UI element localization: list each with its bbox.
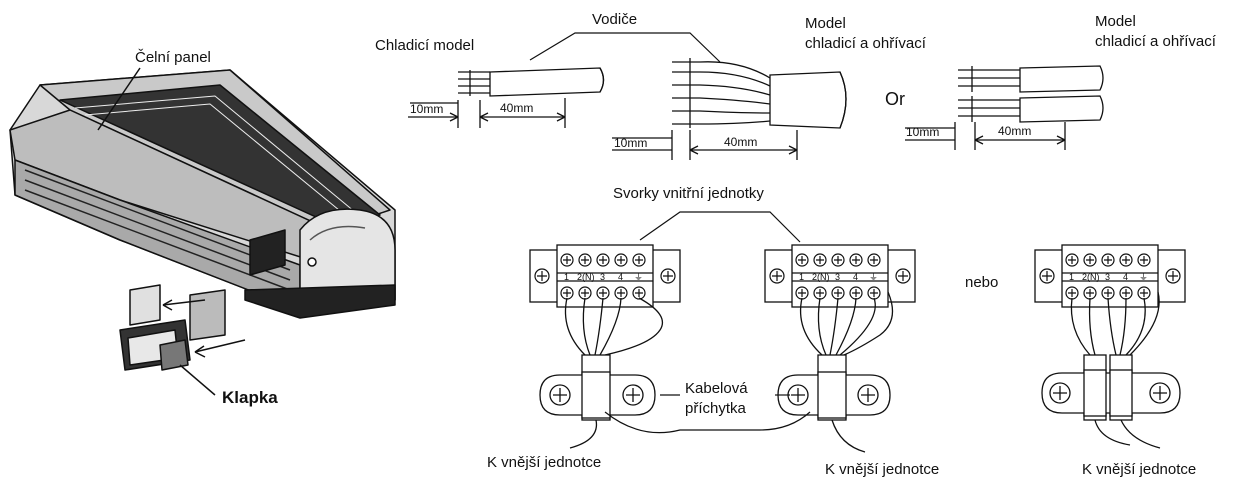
terminal-block-3: 1 2(N) 3 4 ⏚ bbox=[1034, 244, 1186, 308]
wire-stripping-cooling-heating bbox=[612, 58, 847, 160]
terminal-label: 1 bbox=[799, 272, 804, 282]
to-outdoor-label-2: K vnější jednotce bbox=[825, 461, 939, 478]
cable-assembly-2 bbox=[777, 291, 894, 453]
wires-leader bbox=[529, 32, 721, 63]
terminal-label: 2(N) bbox=[812, 272, 830, 282]
terminal-label: 4 bbox=[853, 272, 858, 282]
wire-stripping-alternative bbox=[905, 65, 1104, 150]
terminal-label: 2(N) bbox=[1082, 272, 1100, 282]
terminal-label: 3 bbox=[600, 272, 605, 282]
cable-clamp-leader bbox=[604, 394, 811, 434]
to-outdoor-label-3: K vnější jednotce bbox=[1082, 461, 1196, 478]
terminal-label: 3 bbox=[835, 272, 840, 282]
nebo-label: nebo bbox=[965, 274, 998, 291]
terminals-title: Svorky vnitřní jednotky bbox=[613, 185, 764, 202]
wires-label: Vodiče bbox=[592, 11, 637, 28]
dim-40mm-a: 40mm bbox=[500, 101, 533, 115]
front-panel-label: Čelní panel bbox=[135, 49, 211, 66]
model-label-1: Model bbox=[805, 15, 846, 32]
to-outdoor-label-1: K vnější jednotce bbox=[487, 454, 601, 471]
terminal-label: 2(N) bbox=[577, 272, 595, 282]
terminal-label: 4 bbox=[1123, 272, 1128, 282]
flap-label: Klapka bbox=[222, 388, 278, 407]
model-label-2: Model bbox=[1095, 13, 1136, 30]
dim-40mm-b: 40mm bbox=[724, 135, 757, 149]
wire-stripping-cooling bbox=[408, 67, 605, 128]
dim-10mm-c: 10mm bbox=[906, 125, 939, 139]
cooling-heating-label-2: chladicí a ohřívací bbox=[1095, 33, 1217, 50]
cable-clamp-label-1: Kabelová bbox=[685, 380, 748, 397]
terminal-block-2: 1 2(N) 3 4 ⏚ bbox=[764, 244, 916, 308]
cable-clamp-label-2: příchytka bbox=[685, 400, 747, 417]
dim-40mm-c: 40mm bbox=[998, 124, 1031, 138]
dim-10mm-b: 10mm bbox=[614, 136, 647, 150]
cooling-heating-label-1: chladicí a ohřívací bbox=[805, 35, 927, 52]
terminal-label: ⏚ bbox=[1139, 272, 1148, 282]
cooling-model-label: Chladicí model bbox=[375, 37, 474, 54]
terminal-label: 1 bbox=[564, 272, 569, 282]
terminal-screws-top bbox=[534, 253, 676, 300]
terminal-label: 1 bbox=[1069, 272, 1074, 282]
terminals-leader bbox=[639, 211, 801, 243]
or-label: Or bbox=[885, 89, 905, 109]
terminal-label: ⏚ bbox=[869, 272, 878, 282]
cable-assembly-1 bbox=[539, 297, 664, 449]
terminal-label: ⏚ bbox=[634, 272, 643, 282]
terminal-label: 3 bbox=[1105, 272, 1110, 282]
dim-10mm-a: 10mm bbox=[410, 102, 443, 116]
terminal-block-1: 1 2(N) 3 4 ⏚ bbox=[529, 244, 681, 308]
terminal-label: 4 bbox=[618, 272, 623, 282]
indoor-unit bbox=[9, 67, 396, 396]
cable-assembly-3 bbox=[1041, 291, 1181, 449]
